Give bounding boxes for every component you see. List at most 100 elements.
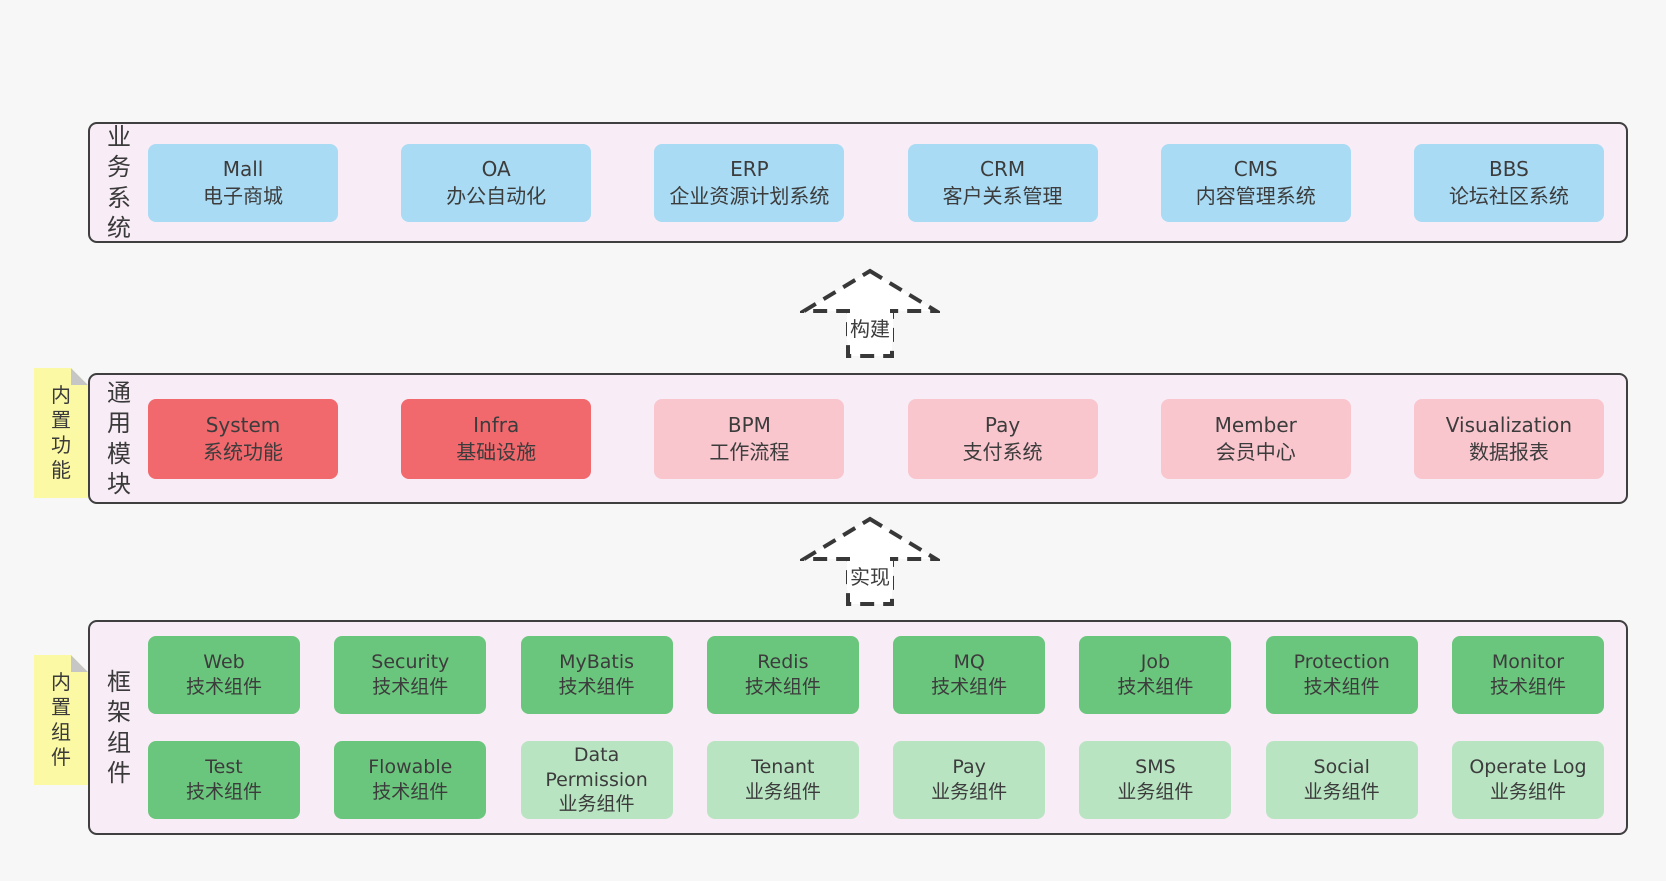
box-title: Flowable	[368, 756, 453, 779]
box-oa: OA 办公自动化	[401, 143, 592, 222]
box-social: Social 业务组件	[1265, 741, 1418, 819]
box-subtitle: 系统功能	[203, 439, 283, 464]
box-crm: CRM 客户关系管理	[907, 143, 1098, 222]
box-job: Job 技术组件	[1079, 636, 1232, 714]
box-mybatis: MyBatis 技术组件	[520, 636, 673, 714]
box-subtitle: 技术组件	[931, 676, 1008, 698]
box-subtitle: 基础设施	[456, 439, 537, 464]
box-subtitle: 业务组件	[558, 793, 635, 816]
box-subtitle: 办公自动化	[446, 183, 547, 208]
box-title: Visualization	[1445, 412, 1573, 437]
box-title: MQ	[953, 651, 985, 674]
box-pay: Pay 支付系统	[907, 398, 1098, 479]
box-title: ERP	[730, 156, 769, 181]
box-title: Monitor	[1491, 651, 1565, 674]
box-subtitle: 技术组件	[558, 676, 635, 698]
box-title: SMS	[1135, 756, 1176, 779]
panel-label-text: 业务系统	[107, 123, 131, 242]
box-infra: Infra 基础设施	[401, 398, 592, 479]
box-erp: ERP 企业资源计划系统	[654, 143, 845, 222]
sticky-fold-corner	[71, 655, 88, 672]
box-redis: Redis 技术组件	[706, 636, 859, 714]
box-title: Mall	[222, 156, 264, 181]
box-protection: Protection 技术组件	[1265, 636, 1418, 714]
component-boxes: Web 技术组件 Security 技术组件 MyBatis 技术组件 Redi…	[148, 622, 1626, 833]
sticky-built-in-features: 内置功能	[34, 368, 88, 498]
box-subtitle: 技术组件	[1117, 676, 1194, 698]
box-subtitle: 电子商城	[203, 183, 283, 208]
box-bpm: BPM 工作流程	[654, 398, 845, 479]
box-subtitle: 企业资源计划系统	[669, 183, 830, 208]
panel-business-label: 业务系统	[90, 123, 148, 242]
business-boxes: Mall 电子商城 OA 办公自动化 ERP 企业资源计划系统 CRM 客户关系…	[148, 124, 1626, 241]
box-title: Redis	[757, 651, 809, 674]
panel-label-text: 框架组件	[107, 668, 131, 787]
box-flowable: Flowable 技术组件	[334, 741, 487, 819]
box-subtitle: 业务组件	[1303, 781, 1380, 803]
box-subtitle: 业务组件	[931, 781, 1008, 803]
arrow-build-label: 构建	[847, 313, 893, 342]
box-data-permission: Data Permission 业务组件	[520, 741, 673, 819]
box-subtitle: 技术组件	[1303, 676, 1380, 698]
box-title: BPM	[727, 412, 771, 437]
sticky-fold-corner	[71, 368, 88, 385]
panel-label-text: 通用模块	[107, 379, 131, 498]
sticky-built-in-components: 内置组件	[34, 655, 88, 785]
box-mq: MQ 技术组件	[893, 636, 1046, 714]
box-subtitle: 业务组件	[1489, 781, 1566, 803]
box-title: Social	[1313, 756, 1370, 779]
box-web: Web 技术组件	[148, 636, 300, 714]
box-sms: SMS 业务组件	[1079, 741, 1232, 819]
box-title: Data Permission	[545, 743, 648, 791]
box-subtitle: 数据报表	[1468, 439, 1549, 464]
box-tenant: Tenant 业务组件	[706, 741, 859, 819]
box-subtitle: 业务组件	[1117, 781, 1194, 803]
box-title: System	[205, 412, 281, 437]
box-subtitle: 技术组件	[185, 781, 262, 803]
box-title: Test	[205, 756, 243, 779]
box-title: Pay	[952, 756, 986, 779]
box-monitor: Monitor 技术组件	[1451, 636, 1604, 714]
arrow-build: 构建	[800, 266, 940, 360]
box-subtitle: 技术组件	[372, 676, 449, 698]
sticky-text: 内置功能	[51, 382, 71, 483]
component-row-2: Test 技术组件 Flowable 技术组件 Data Permission …	[148, 741, 1604, 819]
box-subtitle: 技术组件	[1489, 676, 1566, 698]
box-subtitle: 客户关系管理	[942, 183, 1063, 208]
box-title: Protection	[1293, 651, 1390, 674]
box-title: Security	[371, 651, 450, 674]
box-system: System 系统功能	[148, 398, 338, 479]
box-cms: CMS 内容管理系统	[1160, 143, 1351, 222]
box-subtitle: 业务组件	[744, 781, 821, 803]
box-title: Job	[1140, 651, 1171, 674]
box-subtitle: 会员中心	[1215, 439, 1296, 464]
panel-common-modules: 通用模块 System 系统功能 Infra 基础设施 BPM 工作流程 Pay…	[88, 373, 1628, 504]
box-subtitle: 内容管理系统	[1195, 183, 1316, 208]
panel-modules-label: 通用模块	[90, 375, 148, 502]
module-boxes: System 系统功能 Infra 基础设施 BPM 工作流程 Pay 支付系统…	[148, 375, 1626, 502]
box-subtitle: 工作流程	[709, 439, 790, 464]
box-title: Tenant	[751, 756, 815, 779]
box-title: OA	[481, 156, 511, 181]
box-visualization: Visualization 数据报表	[1413, 398, 1604, 479]
box-subtitle: 技术组件	[185, 676, 262, 698]
box-title: Operate Log	[1469, 756, 1587, 779]
panel-business-systems: 业务系统 Mall 电子商城 OA 办公自动化 ERP 企业资源计划系统 CRM…	[88, 122, 1628, 243]
box-member: Member 会员中心	[1160, 398, 1351, 479]
box-subtitle: 论坛社区系统	[1448, 183, 1569, 208]
panel-components-label: 框架组件	[90, 622, 148, 833]
box-bbs: BBS 论坛社区系统	[1413, 143, 1604, 222]
box-test: Test 技术组件	[148, 741, 300, 819]
box-title: Web	[203, 651, 245, 674]
sticky-text: 内置组件	[51, 669, 71, 770]
box-operate-log: Operate Log 业务组件	[1451, 741, 1604, 819]
box-subtitle: 技术组件	[744, 676, 821, 698]
box-title: Infra	[473, 412, 520, 437]
component-row-1: Web 技术组件 Security 技术组件 MyBatis 技术组件 Redi…	[148, 636, 1604, 714]
box-title: Pay	[984, 412, 1021, 437]
arrow-implement: 实现	[800, 514, 940, 608]
box-title: Member	[1214, 412, 1297, 437]
box-title: CMS	[1233, 156, 1278, 181]
panel-framework-components: 框架组件 Web 技术组件 Security 技术组件 MyBatis 技术组件…	[88, 620, 1628, 835]
